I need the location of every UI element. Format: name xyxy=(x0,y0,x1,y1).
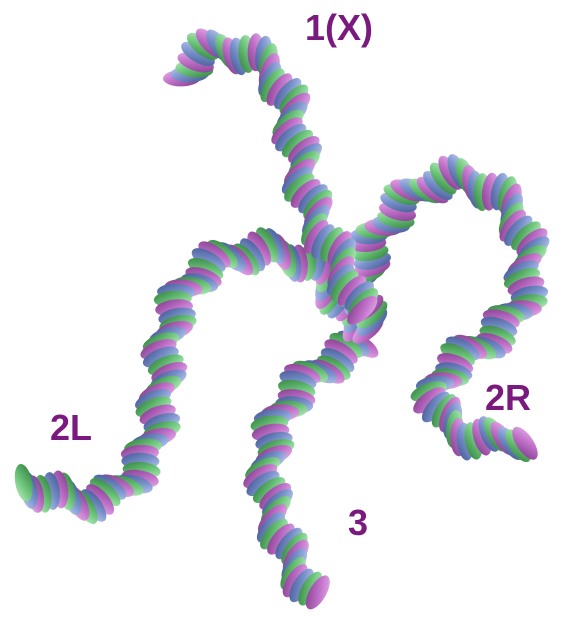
label-chromosome-2l: 2L xyxy=(50,410,92,446)
label-chromosome-3: 3 xyxy=(348,505,368,541)
label-chromosome-x: 1(X) xyxy=(305,10,373,46)
label-chromosome-2r: 2R xyxy=(485,380,531,416)
chromosome-arm-3 xyxy=(240,326,383,613)
